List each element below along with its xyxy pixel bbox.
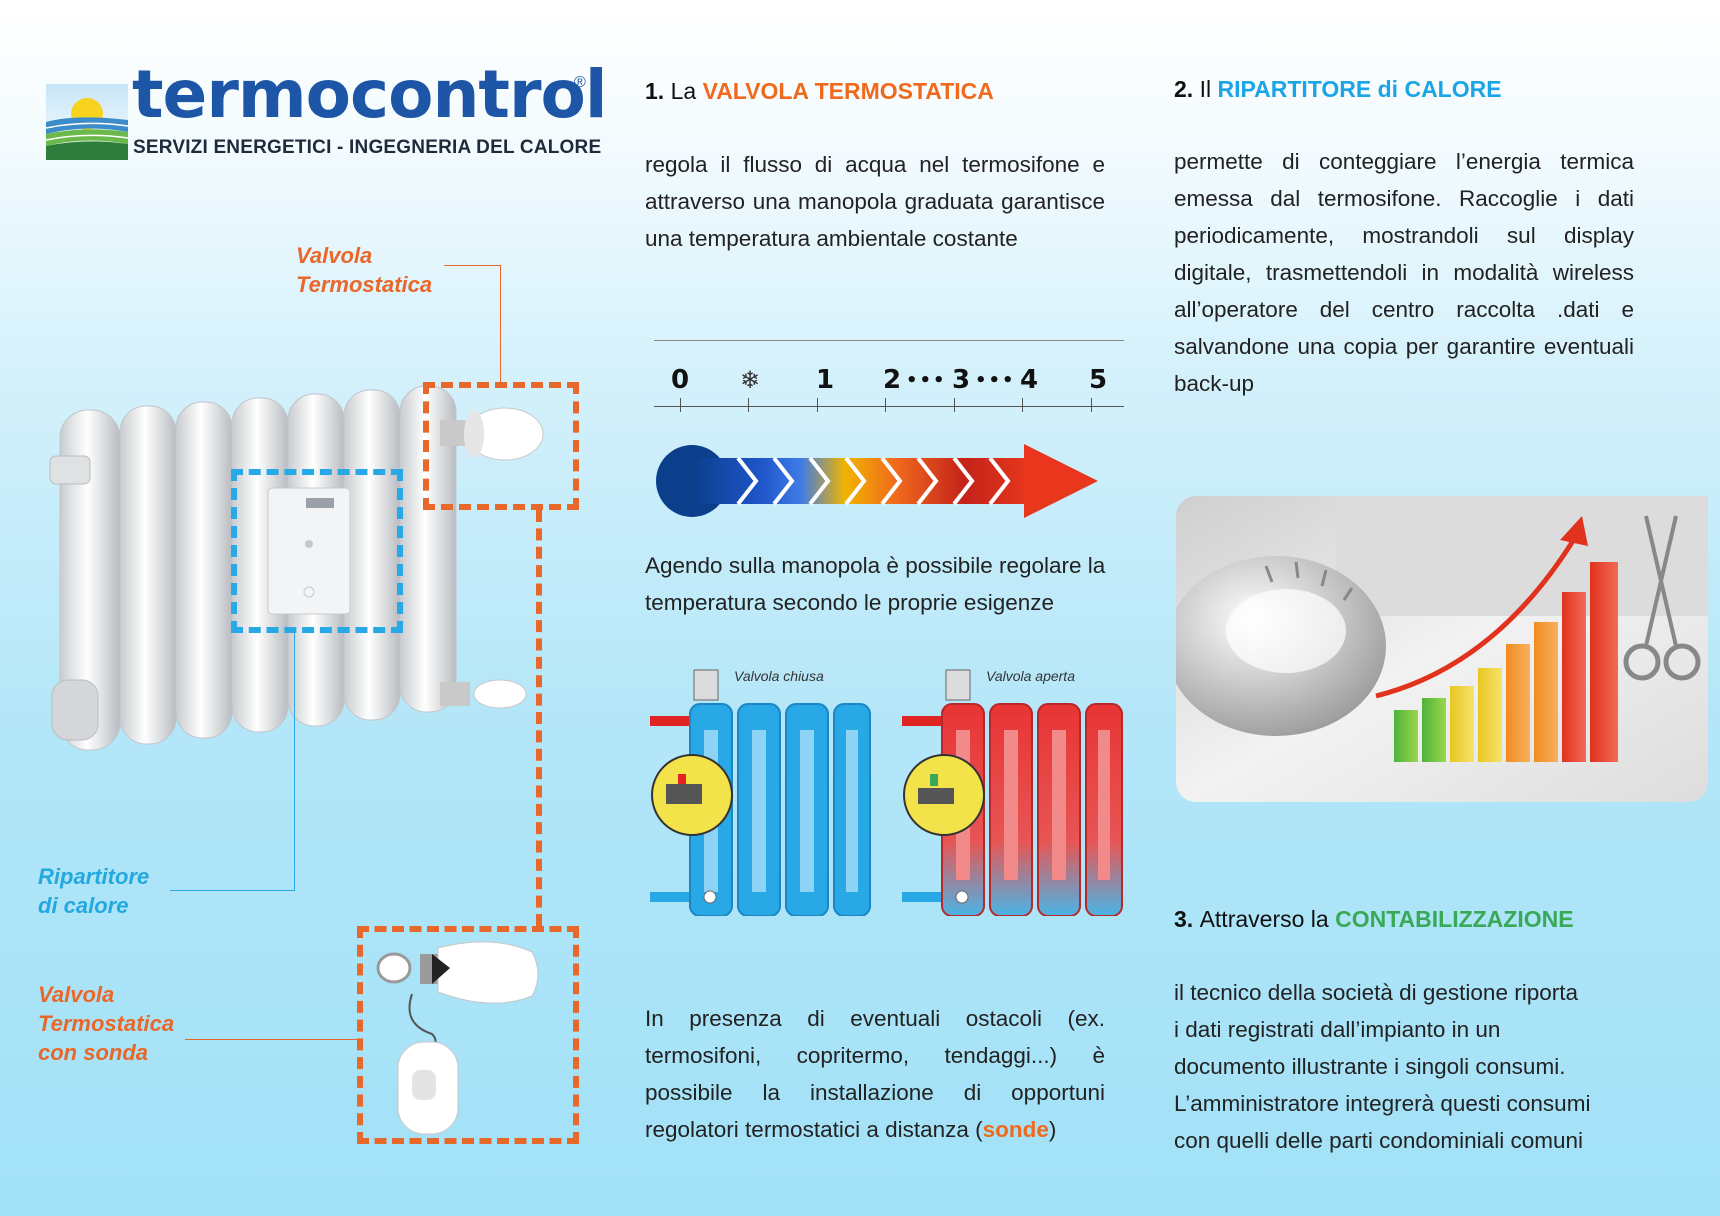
section1-body: regola il flusso di acqua nel termosifon… — [645, 152, 1105, 251]
temperature-arrow-icon — [656, 444, 1098, 518]
caption-valve-closed: Valvola chiusa — [734, 668, 824, 684]
sonde-text: In presenza di eventuali ostacoli (ex. t… — [645, 1006, 1105, 1142]
logo-wordmark: termocontrol — [132, 56, 607, 133]
scale-label-5: 5 — [1089, 365, 1108, 395]
logo-registered-mark: ® — [574, 74, 586, 91]
scale-label-4: 4 — [1020, 365, 1039, 395]
probe-valve-illustration — [376, 941, 539, 1135]
knob-adjust-text: Agendo sulla manopola è possibile regola… — [645, 553, 1106, 615]
logo-sun-icon — [46, 84, 128, 160]
valve-closed-diagram — [650, 669, 871, 916]
caption-valve-open: Valvola aperta — [986, 668, 1075, 684]
scale-dots-2: ••• — [975, 370, 1016, 391]
leader-line-allocator-v — [294, 633, 295, 891]
label-ripartitore: Ripartitore di calore — [38, 864, 150, 918]
section3-heading: 3. Attraverso la CONTABILIZZAZIONE — [1174, 906, 1574, 932]
scale-label-1: 1 — [816, 365, 835, 395]
valve-highlight-frame — [423, 382, 579, 510]
scale-label-2: 2 — [883, 365, 902, 395]
probe-valve-highlight-frame — [357, 926, 579, 1144]
section3-body: il tecnico della società di gestione rip… — [1174, 980, 1591, 1153]
logo-tagline: SERVIZI ENERGETICI - INGEGNERIA DEL CALO… — [133, 137, 602, 158]
section1-heading: 1. La VALVOLA TERMOSTATICA — [645, 78, 994, 104]
label-valvola-termostatica: Valvola Termostatica — [296, 243, 433, 297]
section2-heading: 2. Il RIPARTITORE di CALORE — [1174, 76, 1502, 102]
sonde-highlight: sonde — [982, 1117, 1049, 1142]
scale-label-3: 3 — [952, 365, 971, 395]
leader-line-valve-h — [444, 265, 500, 266]
leader-line-valve-v — [500, 265, 501, 383]
label-valvola-con-sonda: Valvola Termostatica con sonda — [38, 982, 175, 1065]
leader-line-allocator-h — [170, 890, 294, 891]
scale-top-line — [654, 340, 1124, 341]
scale-label-0: 0 — [671, 365, 690, 395]
leader-line-probe — [185, 1039, 357, 1040]
valve-open-diagram — [902, 669, 1123, 916]
scale-ticks — [668, 398, 1113, 412]
snowflake-icon: ❄ — [740, 367, 761, 394]
scale-dots-1: ••• — [906, 370, 947, 391]
allocator-highlight-frame — [231, 469, 403, 633]
section2-body: permette di conteggiare l’energia termic… — [1174, 149, 1634, 396]
dashed-connector — [536, 510, 542, 926]
scale-bottom-line — [654, 406, 1124, 407]
energy-savings-image — [1176, 496, 1708, 802]
